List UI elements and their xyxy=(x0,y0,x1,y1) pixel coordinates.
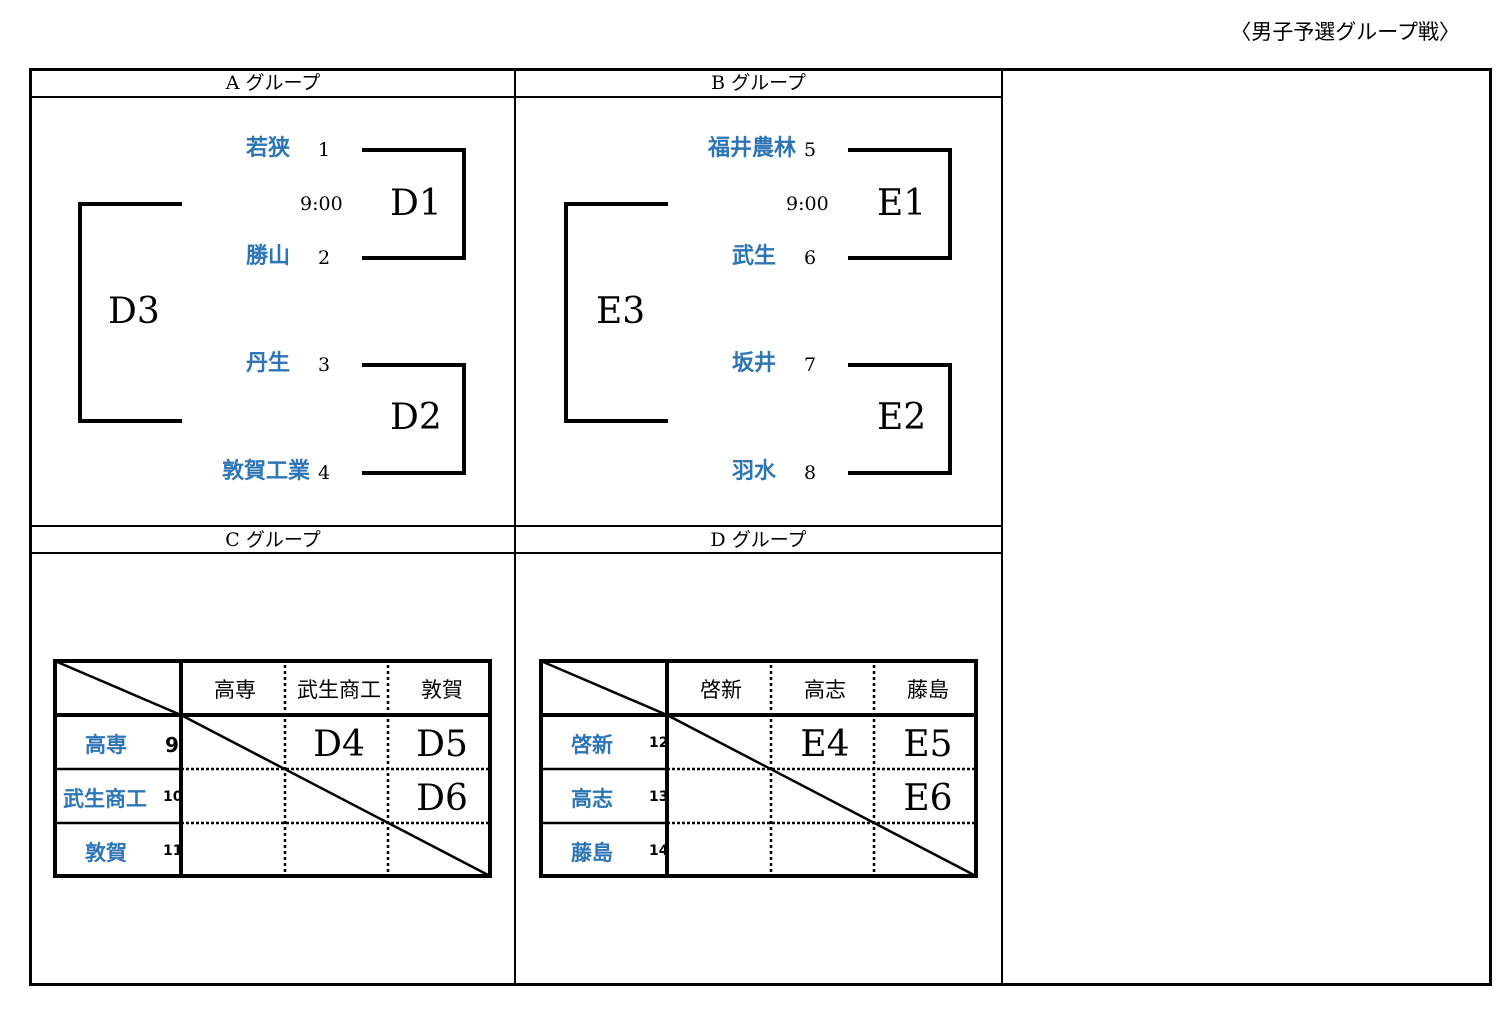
group-d-header: D グループ xyxy=(710,529,807,551)
bracket-line xyxy=(564,202,668,423)
team-name: 勝山 xyxy=(245,244,290,269)
row-team-name: 啓新 xyxy=(571,733,613,757)
group-c-table: 高専 武生商工 敦賀 高専 9 武生商工 10 敦賀 11 D4 D5 D6 xyxy=(53,659,492,878)
bracket-line xyxy=(362,363,466,475)
divider-header-a-b xyxy=(29,96,1003,98)
match-code: E6 xyxy=(903,778,953,819)
group-a-header: A グループ xyxy=(225,72,321,94)
page-title: 〈男子予選グループ戦〉 xyxy=(1230,20,1460,44)
match-code: D4 xyxy=(313,724,365,765)
row-team-name: 敦賀 xyxy=(85,841,127,865)
team-name: 坂井 xyxy=(731,351,776,376)
match-code: D6 xyxy=(416,778,468,819)
row-team-number: 13 xyxy=(649,789,669,805)
bracket-line xyxy=(362,148,466,260)
group-b-header: B グループ xyxy=(711,72,806,94)
column-header: 藤島 xyxy=(907,678,949,702)
team-name: 羽水 xyxy=(731,459,776,484)
team-name: 福井農林 xyxy=(707,136,796,161)
row-team-number: 10 xyxy=(163,789,183,805)
match-code: E1 xyxy=(877,183,927,224)
team-number: 5 xyxy=(804,139,817,161)
match-code: D5 xyxy=(416,724,468,765)
group-d-table: 啓新 高志 藤島 啓新 12 高志 13 藤島 14 E4 E5 E6 xyxy=(539,659,978,878)
match-time: 9:00 xyxy=(300,193,343,215)
row-team-name: 高専 xyxy=(85,733,127,757)
match-code: E2 xyxy=(877,397,927,438)
team-number: 1 xyxy=(318,139,331,161)
match-code: E4 xyxy=(800,724,850,765)
bracket-line xyxy=(78,202,182,423)
match-code: D2 xyxy=(390,397,442,438)
row-team-number: 9 xyxy=(165,733,179,757)
match-code: E5 xyxy=(903,724,953,765)
divider-middle xyxy=(29,525,1003,527)
team-name: 武生 xyxy=(731,244,776,269)
team-number: 7 xyxy=(804,354,817,376)
row-team-number: 14 xyxy=(649,843,669,859)
team-number: 6 xyxy=(804,247,817,269)
table-diagonals xyxy=(539,659,978,878)
team-name: 若狭 xyxy=(245,136,290,161)
match-time: 9:00 xyxy=(786,193,829,215)
divider-header-c-d xyxy=(29,552,1003,554)
match-code: E3 xyxy=(596,291,646,332)
column-header: 武生商工 xyxy=(297,678,381,702)
team-number: 4 xyxy=(318,462,331,484)
column-header: 啓新 xyxy=(700,678,742,702)
team-name: 敦賀工業 xyxy=(221,459,310,484)
column-header: 高専 xyxy=(214,678,256,702)
row-team-number: 12 xyxy=(649,735,669,751)
row-team-number: 11 xyxy=(163,843,183,859)
team-number: 8 xyxy=(804,462,817,484)
match-code: D1 xyxy=(390,183,442,224)
row-team-name: 高志 xyxy=(571,787,613,811)
bracket-line xyxy=(848,148,952,260)
team-number: 3 xyxy=(318,354,331,376)
group-c-header: C グループ xyxy=(225,529,321,551)
bracket-line xyxy=(848,363,952,475)
table-diagonals xyxy=(53,659,492,878)
row-team-name: 武生商工 xyxy=(63,787,147,811)
row-team-name: 藤島 xyxy=(571,841,613,865)
empty-right-panel xyxy=(1003,71,1486,980)
outer-frame xyxy=(29,68,1492,986)
column-header: 敦賀 xyxy=(421,678,463,702)
match-code: D3 xyxy=(108,291,160,332)
column-header: 高志 xyxy=(804,678,846,702)
team-number: 2 xyxy=(318,247,331,269)
team-name: 丹生 xyxy=(245,351,290,376)
